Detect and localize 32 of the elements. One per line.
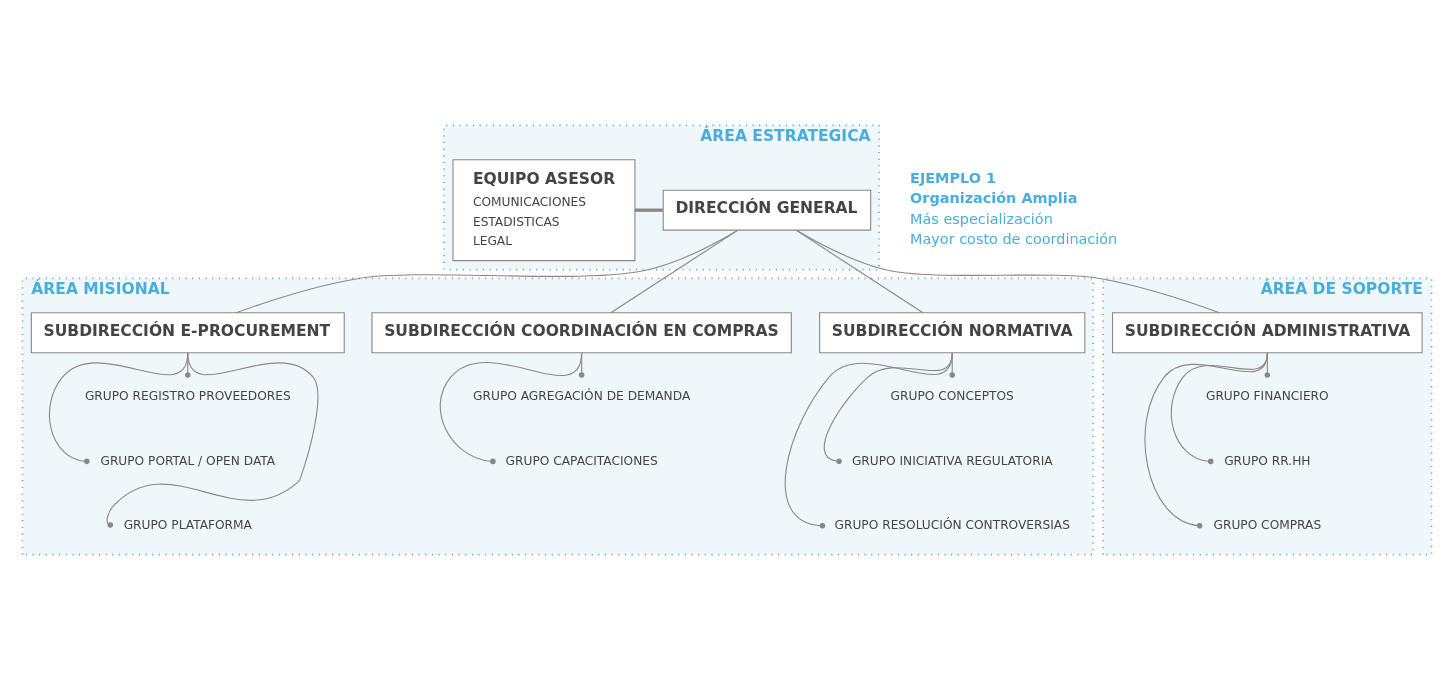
node-text: GRUPO FINANCIERO — [1205, 388, 1329, 403]
node-text: GRUPO CONCEPTOS — [890, 388, 1014, 403]
node-text: GRUPO INICIATIVA REGULATORIA — [851, 453, 1053, 468]
node-text: GRUPO CAPACITACIONES — [505, 453, 658, 468]
label: Más especialización — [910, 210, 1053, 227]
connector — [795, 229, 1220, 313]
connector — [106, 351, 319, 528]
connector — [784, 351, 953, 529]
node-box: SUBDIRECCIÓN ADMINISTRATIVA — [1112, 311, 1423, 353]
node-box: EQUIPO ASESOR COMUNICACIONES ESTADISTICAS LEGAL — [452, 158, 636, 261]
node-box: SUBDIRECCIÓN NORMATIVA — [819, 311, 1086, 353]
node-text: GRUPO REGISTRO PROVEEDORES — [84, 388, 291, 403]
node-text: GRUPO PORTAL / OPEN DATA — [100, 453, 276, 468]
node-box: SUBDIRECCIÓN COORDINACIÓN EN COMPRAS — [371, 311, 792, 353]
node-box: SUBDIRECCIÓN E-PROCUREMENT — [30, 311, 345, 353]
connector — [634, 208, 663, 212]
node-text: GRUPO RR.HH — [1224, 453, 1311, 468]
connector — [823, 351, 953, 464]
connector — [610, 229, 739, 313]
connector — [439, 351, 583, 464]
label: EJEMPLO 1 — [910, 169, 996, 186]
label: Organización Amplia — [910, 189, 1078, 206]
connector — [1170, 351, 1268, 464]
node-text: GRUPO PLATAFORMA — [123, 517, 252, 532]
node-box: DIRECCIÓN GENERAL — [662, 189, 872, 231]
node-text: GRUPO COMPRAS — [1213, 517, 1322, 532]
label: Mayor costo de coordinación — [910, 230, 1118, 247]
connector — [795, 229, 924, 313]
connector — [1144, 351, 1268, 528]
node-text: GRUPO RESOLUCIÓN CONTROVERSIAS — [834, 517, 1070, 532]
connector — [235, 229, 738, 313]
node-text: GRUPO AGREGACIÓN DE DEMANDA — [473, 388, 691, 403]
